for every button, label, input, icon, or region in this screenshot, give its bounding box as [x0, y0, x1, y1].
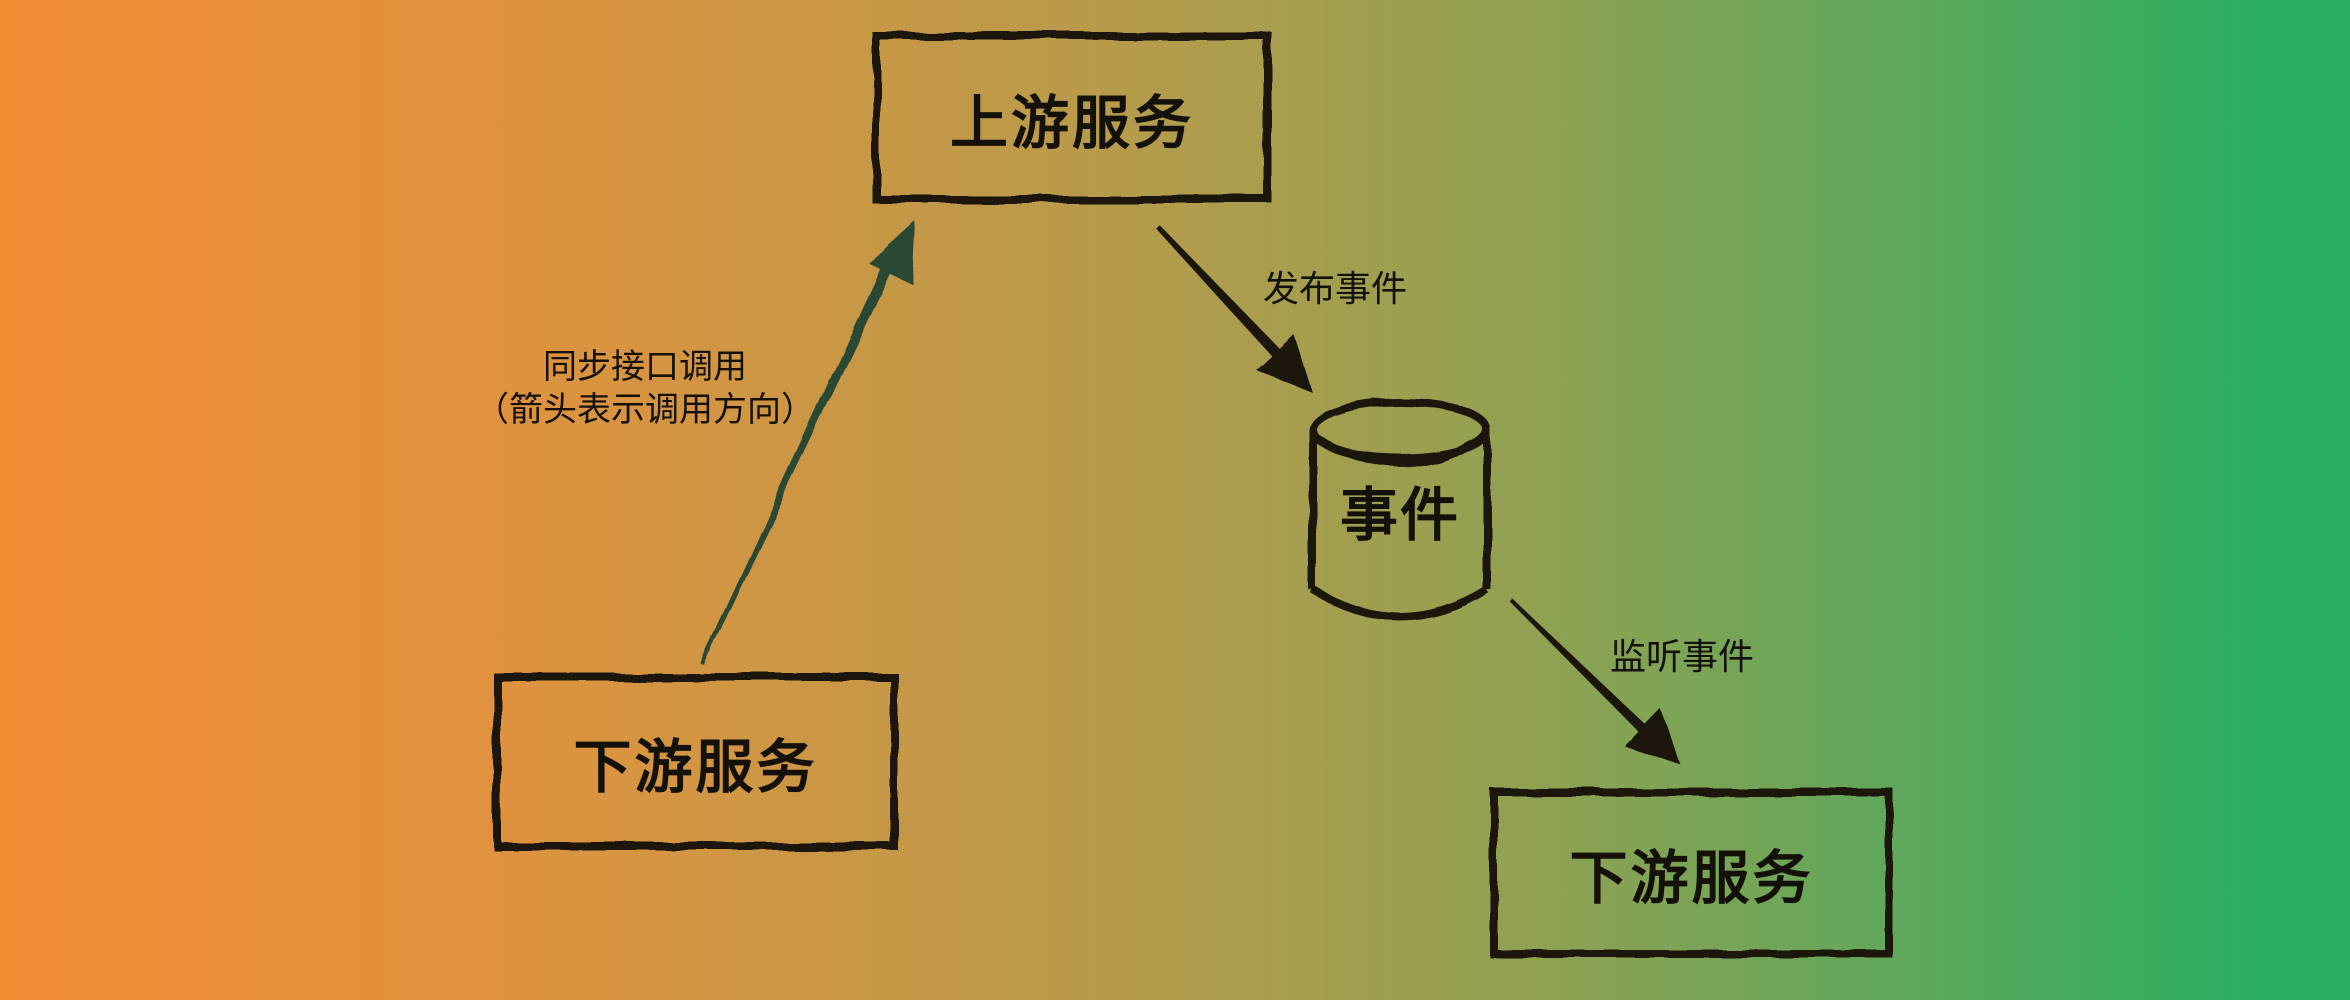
- publish-event-edge-label: 发布事件: [1263, 268, 1408, 309]
- publish-event-arrow: [1156, 225, 1312, 392]
- listen-event-edge-label: 监听事件: [1610, 636, 1755, 677]
- downstream-left-service-label: 下游服务: [573, 734, 818, 800]
- downstream-right-service-box: [1490, 788, 1893, 958]
- event-cylinder-icon: [1309, 398, 1491, 621]
- downstream-right-service-label: 下游服务: [1569, 846, 1814, 911]
- sync-call-edge-label-line1: 同步接口调用: [543, 348, 747, 386]
- listen-event-arrow: [1510, 599, 1682, 766]
- downstream-left-service-box: [493, 673, 898, 850]
- event-store-label: 事件: [1339, 483, 1460, 548]
- sync-call-edge-label: 同步接口调用 （箭头表示调用方向）: [445, 346, 845, 432]
- upstream-service-label: 上游服务: [949, 90, 1194, 156]
- sync-call-edge-label-line2: （箭头表示调用方向）: [475, 391, 815, 429]
- sync-call-arrow: [700, 222, 916, 665]
- upstream-service-box: [872, 32, 1272, 203]
